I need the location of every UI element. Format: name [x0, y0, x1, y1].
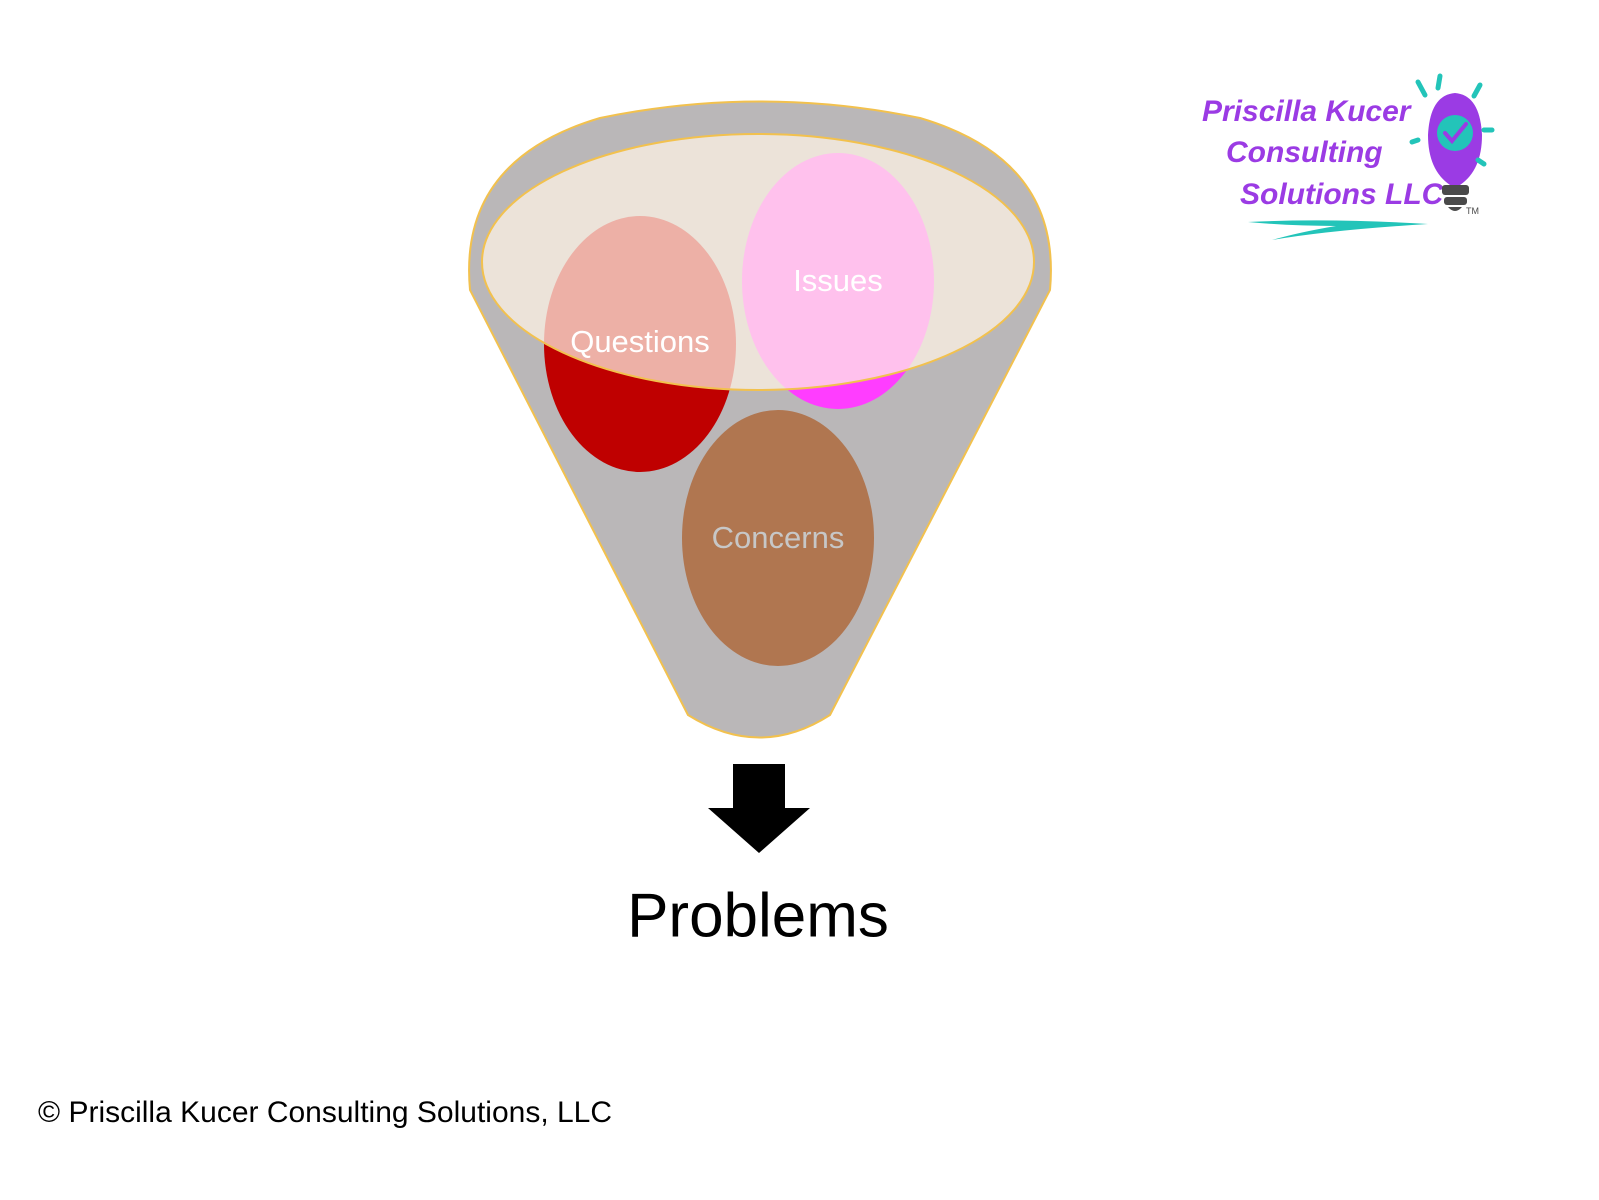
funnel-mouth: [481, 133, 1035, 391]
concerns-bubble: [682, 410, 874, 666]
copyright-footer: © Priscilla Kucer Consulting Solutions, …: [38, 1096, 613, 1129]
issues-label: Issues: [793, 263, 883, 298]
logo-line-3: Solutions LLC: [1240, 178, 1445, 211]
questions-label: Questions: [570, 324, 710, 359]
down-arrow-icon: [708, 764, 810, 853]
trademark-mark: TM: [1466, 206, 1479, 216]
logo-line-2: Consulting: [1226, 136, 1383, 169]
problems-label: Problems: [627, 881, 889, 950]
logo-swoosh: [1248, 220, 1428, 240]
lightbulb-icon: [1409, 73, 1495, 211]
concerns-label: Concerns: [712, 520, 845, 555]
company-logo: Priscilla Kucer Consulting Solutions LLC…: [1202, 73, 1495, 240]
logo-line-1: Priscilla Kucer: [1202, 95, 1413, 128]
